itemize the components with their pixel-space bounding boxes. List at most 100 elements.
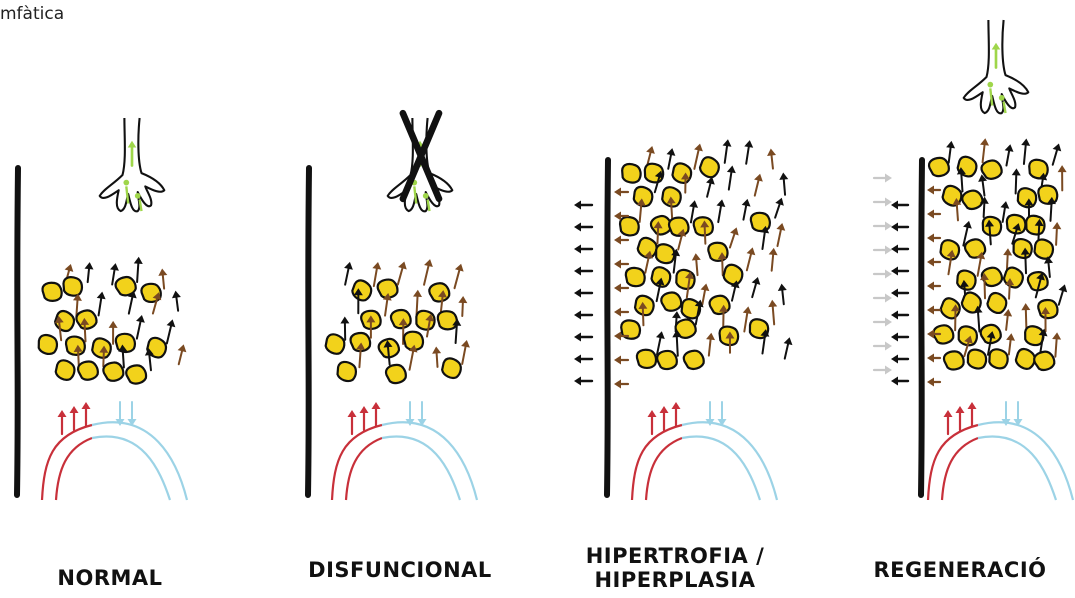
cell-body — [955, 155, 979, 179]
drainage-arrow — [891, 377, 908, 386]
cell-migration-arrow — [752, 277, 761, 297]
drainage-arrow-head — [891, 267, 898, 276]
cell-migration-arrow-head — [646, 146, 655, 154]
drainage-arrow-head — [574, 333, 581, 342]
regeneration-arrow-head — [885, 222, 892, 231]
cell-migration-arrow-head — [1000, 201, 1009, 209]
arterial-flow-arrow-head — [648, 410, 657, 417]
lymphocyte-cell — [37, 334, 58, 355]
cell-body — [1038, 185, 1058, 205]
drainage-arrow-head — [891, 289, 898, 298]
vein-inner — [682, 436, 760, 500]
label-line: HIPERPLASIA — [594, 568, 755, 592]
drainage-arrow-head — [614, 380, 621, 389]
drainage-arrow — [574, 333, 592, 342]
cell-body — [389, 307, 412, 330]
lymphocyte-cell — [659, 290, 683, 314]
drainage-arrow — [927, 186, 940, 195]
cell-migration-arrow — [432, 346, 441, 366]
lymphocyte-cell — [620, 217, 639, 235]
regeneration-arrow — [874, 174, 892, 183]
drainage-arrow-head — [927, 330, 934, 339]
cell-body — [955, 269, 977, 291]
cell-migration-arrow — [458, 296, 467, 316]
cell-migration-arrow-shaft — [677, 334, 678, 356]
lymphocyte-cell — [140, 282, 162, 304]
arterial-flow-arrow-head — [968, 402, 977, 409]
cell-migration-arrow-shaft — [978, 310, 980, 332]
flow-stroke — [140, 200, 142, 211]
cell-body — [145, 336, 169, 360]
cell-migration-arrow-shaft — [417, 294, 418, 315]
cell-body — [66, 336, 86, 355]
lymphocyte-cell — [988, 348, 1010, 370]
lymphocyte-cell — [985, 291, 1010, 316]
cell-body — [670, 161, 694, 184]
cell-migration-arrow-head — [461, 340, 470, 348]
flow-stroke — [428, 200, 430, 211]
regeneration-arrow-head — [885, 246, 892, 255]
cell-migration-arrow-shaft — [462, 344, 466, 364]
arterial-flow-arrow — [58, 410, 67, 434]
arterial-flow-arrow — [348, 410, 357, 434]
drainage-arrow-head — [891, 377, 898, 386]
drainage-arrow — [927, 378, 940, 387]
label-hipertrofia-hiperplasia: HIPERTROFIA / HIPERPLASIA — [560, 544, 790, 592]
lymphocyte-cell — [437, 310, 458, 331]
cell-migration-arrow-head — [1052, 332, 1061, 339]
blood-vessel-loop — [632, 402, 777, 500]
cell-migration-arrow-head — [455, 264, 464, 272]
drainage-arrow-head — [927, 210, 934, 219]
cell-body — [636, 348, 657, 369]
cell-migration-arrow-shaft — [374, 266, 377, 286]
cell-migration-arrow — [776, 223, 785, 246]
arterial-flow-arrow-head — [70, 406, 79, 413]
cell-body — [1001, 265, 1026, 290]
arterial-flow-arrow — [660, 406, 669, 430]
drainage-arrow-head — [614, 188, 621, 197]
venous-flow-arrow — [718, 402, 727, 426]
drainage-arrow-head — [891, 355, 898, 364]
cell-body — [1037, 298, 1059, 319]
flow-dot — [135, 193, 141, 199]
cell-migration-arrow — [158, 268, 167, 288]
lymphocyte-cell — [74, 307, 99, 332]
cell-body — [697, 155, 722, 180]
cell-body — [37, 334, 58, 355]
cell-migration-arrow — [1059, 284, 1068, 304]
cell-migration-arrow-shaft — [1025, 252, 1026, 274]
cell-migration-arrow-shaft — [744, 310, 747, 331]
lymphocyte-cell — [1012, 238, 1033, 259]
cell-migration-arrow — [744, 140, 753, 164]
drainage-arrow-head — [614, 236, 621, 245]
cell-migration-arrow — [178, 344, 187, 364]
cell-migration-arrow — [779, 173, 788, 195]
cell-body — [90, 337, 114, 360]
cell-migration-arrow-head — [1012, 168, 1021, 175]
cell-body — [942, 349, 965, 372]
venous-flow-arrow — [128, 402, 137, 426]
cell-body — [966, 349, 987, 370]
cell-migration-arrow — [461, 340, 470, 364]
drainage-arrow-head — [614, 284, 621, 293]
cell-body — [42, 281, 63, 302]
arterial-flow-arrow-head — [372, 402, 381, 409]
lymphocyte-cell — [656, 348, 679, 371]
vein-outer — [382, 422, 477, 500]
artery-inner — [942, 438, 978, 500]
arterial-flow-arrow — [672, 402, 681, 426]
cell-body — [1032, 238, 1055, 260]
drainage-arrow — [891, 355, 908, 364]
lymphocyte-cell — [427, 280, 451, 304]
drainage-arrow — [891, 333, 908, 342]
drainage-arrow-head — [891, 223, 898, 232]
cell-migration-arrow-shaft — [978, 256, 982, 276]
drainage-arrow — [574, 267, 592, 276]
regeneration-arrow-head — [885, 198, 892, 207]
cell-migration-arrow-head — [1058, 165, 1067, 172]
lymphocyte-cell — [625, 267, 645, 286]
cell-body — [927, 155, 951, 179]
drainage-arrow — [927, 354, 940, 363]
cell-migration-arrow — [727, 166, 736, 190]
cell-migration-arrow-head — [706, 333, 715, 340]
